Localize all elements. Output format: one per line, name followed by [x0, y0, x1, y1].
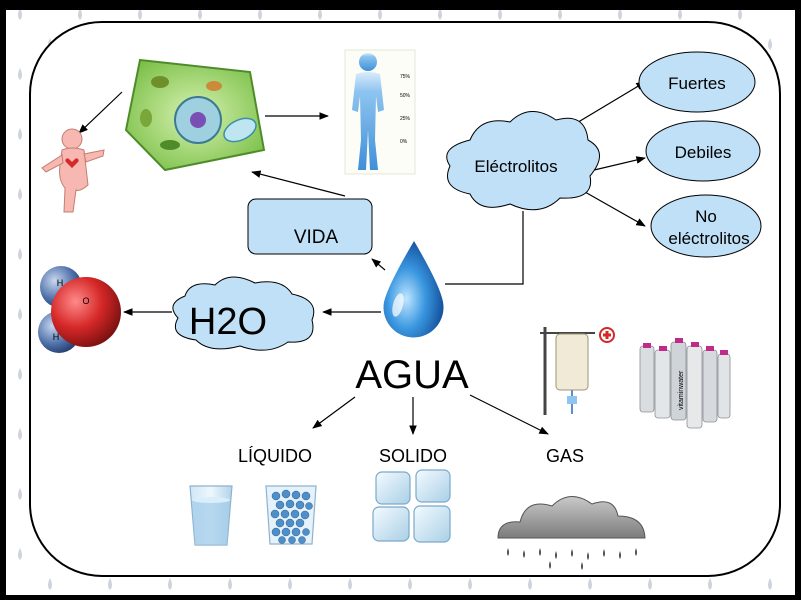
iv-bag-icon — [540, 327, 595, 415]
no-electrolitos-label-2: eléctrolitos — [668, 229, 749, 248]
state-gas-label: GAS — [546, 446, 584, 466]
line-drop-to-electrolitos — [445, 211, 524, 285]
cell-icon — [124, 58, 266, 172]
debiles-node: Debiles — [645, 120, 761, 182]
arrow-agua-to-gas — [469, 394, 549, 435]
electrolitos-label: Eléctrolitos — [474, 157, 557, 176]
no-electrolitos-label-1: No — [695, 207, 717, 226]
h2o-node: H2O — [172, 276, 315, 351]
body-tick-75: 75% — [400, 74, 411, 80]
arrow-drop-to-vida — [371, 258, 386, 271]
water-drop-icon — [383, 241, 444, 338]
electrolitos-node: Eléctrolitos — [446, 111, 600, 211]
atom-h-2-label: H — [53, 332, 60, 342]
debiles-label: Debiles — [675, 143, 732, 162]
arrow-to-debiles — [589, 156, 646, 172]
glass-icon — [189, 485, 233, 546]
ice-cubes-icon — [372, 469, 451, 543]
molecule-icon: H O H — [38, 266, 121, 353]
connectors — [78, 81, 646, 435]
state-solido-label: SOLIDO — [379, 446, 447, 466]
arrow-agua-to-liquido — [312, 396, 356, 429]
atom-h-1-label: H — [57, 278, 64, 288]
vida-label: VIDA — [294, 227, 339, 248]
arrow-cell-to-baby — [78, 91, 123, 134]
bottles-icon: vitaminwater — [639, 338, 731, 429]
no-electrolitos-node: No eléctrolitos — [650, 194, 762, 258]
body-tick-0: 0% — [400, 139, 408, 145]
atom-o-label: O — [82, 296, 89, 306]
arrow-to-no-electrolitos — [584, 191, 646, 227]
h2o-label: H2O — [189, 301, 267, 343]
human-body-icon: 75% 50% 25% 0% — [344, 49, 416, 175]
state-liquido-label: LÍQUIDO — [238, 446, 312, 466]
red-cross-icon — [599, 327, 615, 343]
bottle-brand-label: vitaminwater — [678, 370, 685, 410]
vida-node: VIDA — [247, 198, 373, 255]
arrow-vida-to-cell — [251, 170, 346, 197]
baby-icon — [41, 128, 105, 213]
body-tick-25: 25% — [400, 116, 411, 122]
agua-title: AGUA — [355, 353, 469, 397]
fuertes-node: Fuertes — [638, 51, 756, 113]
body-tick-50: 50% — [400, 93, 411, 99]
beads-glass-icon — [265, 485, 317, 545]
rain-cloud-icon — [497, 496, 646, 570]
fuertes-label: Fuertes — [668, 74, 726, 93]
